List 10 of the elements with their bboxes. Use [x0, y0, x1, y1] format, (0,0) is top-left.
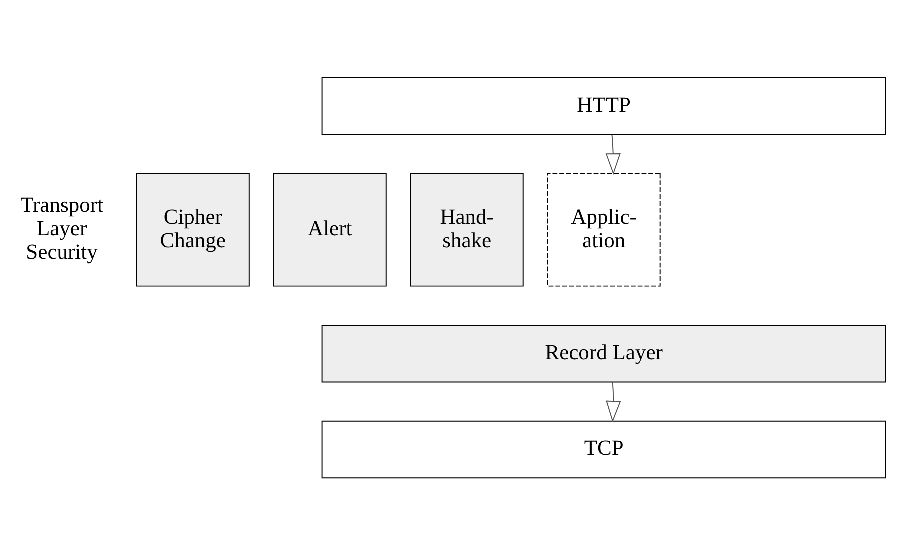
arrow [606, 134, 621, 176]
node-box: TCP [322, 420, 886, 479]
node-box: Cipher Change [136, 173, 250, 287]
arrow [606, 382, 622, 423]
node-box: Hand- shake [410, 173, 524, 287]
node-box: Record Layer [322, 324, 886, 383]
node-box: HTTP [322, 77, 886, 136]
label: Transport Layer Security [20, 193, 104, 264]
node-box: Alert [273, 173, 387, 287]
node-box: Applic- ation [547, 173, 661, 287]
